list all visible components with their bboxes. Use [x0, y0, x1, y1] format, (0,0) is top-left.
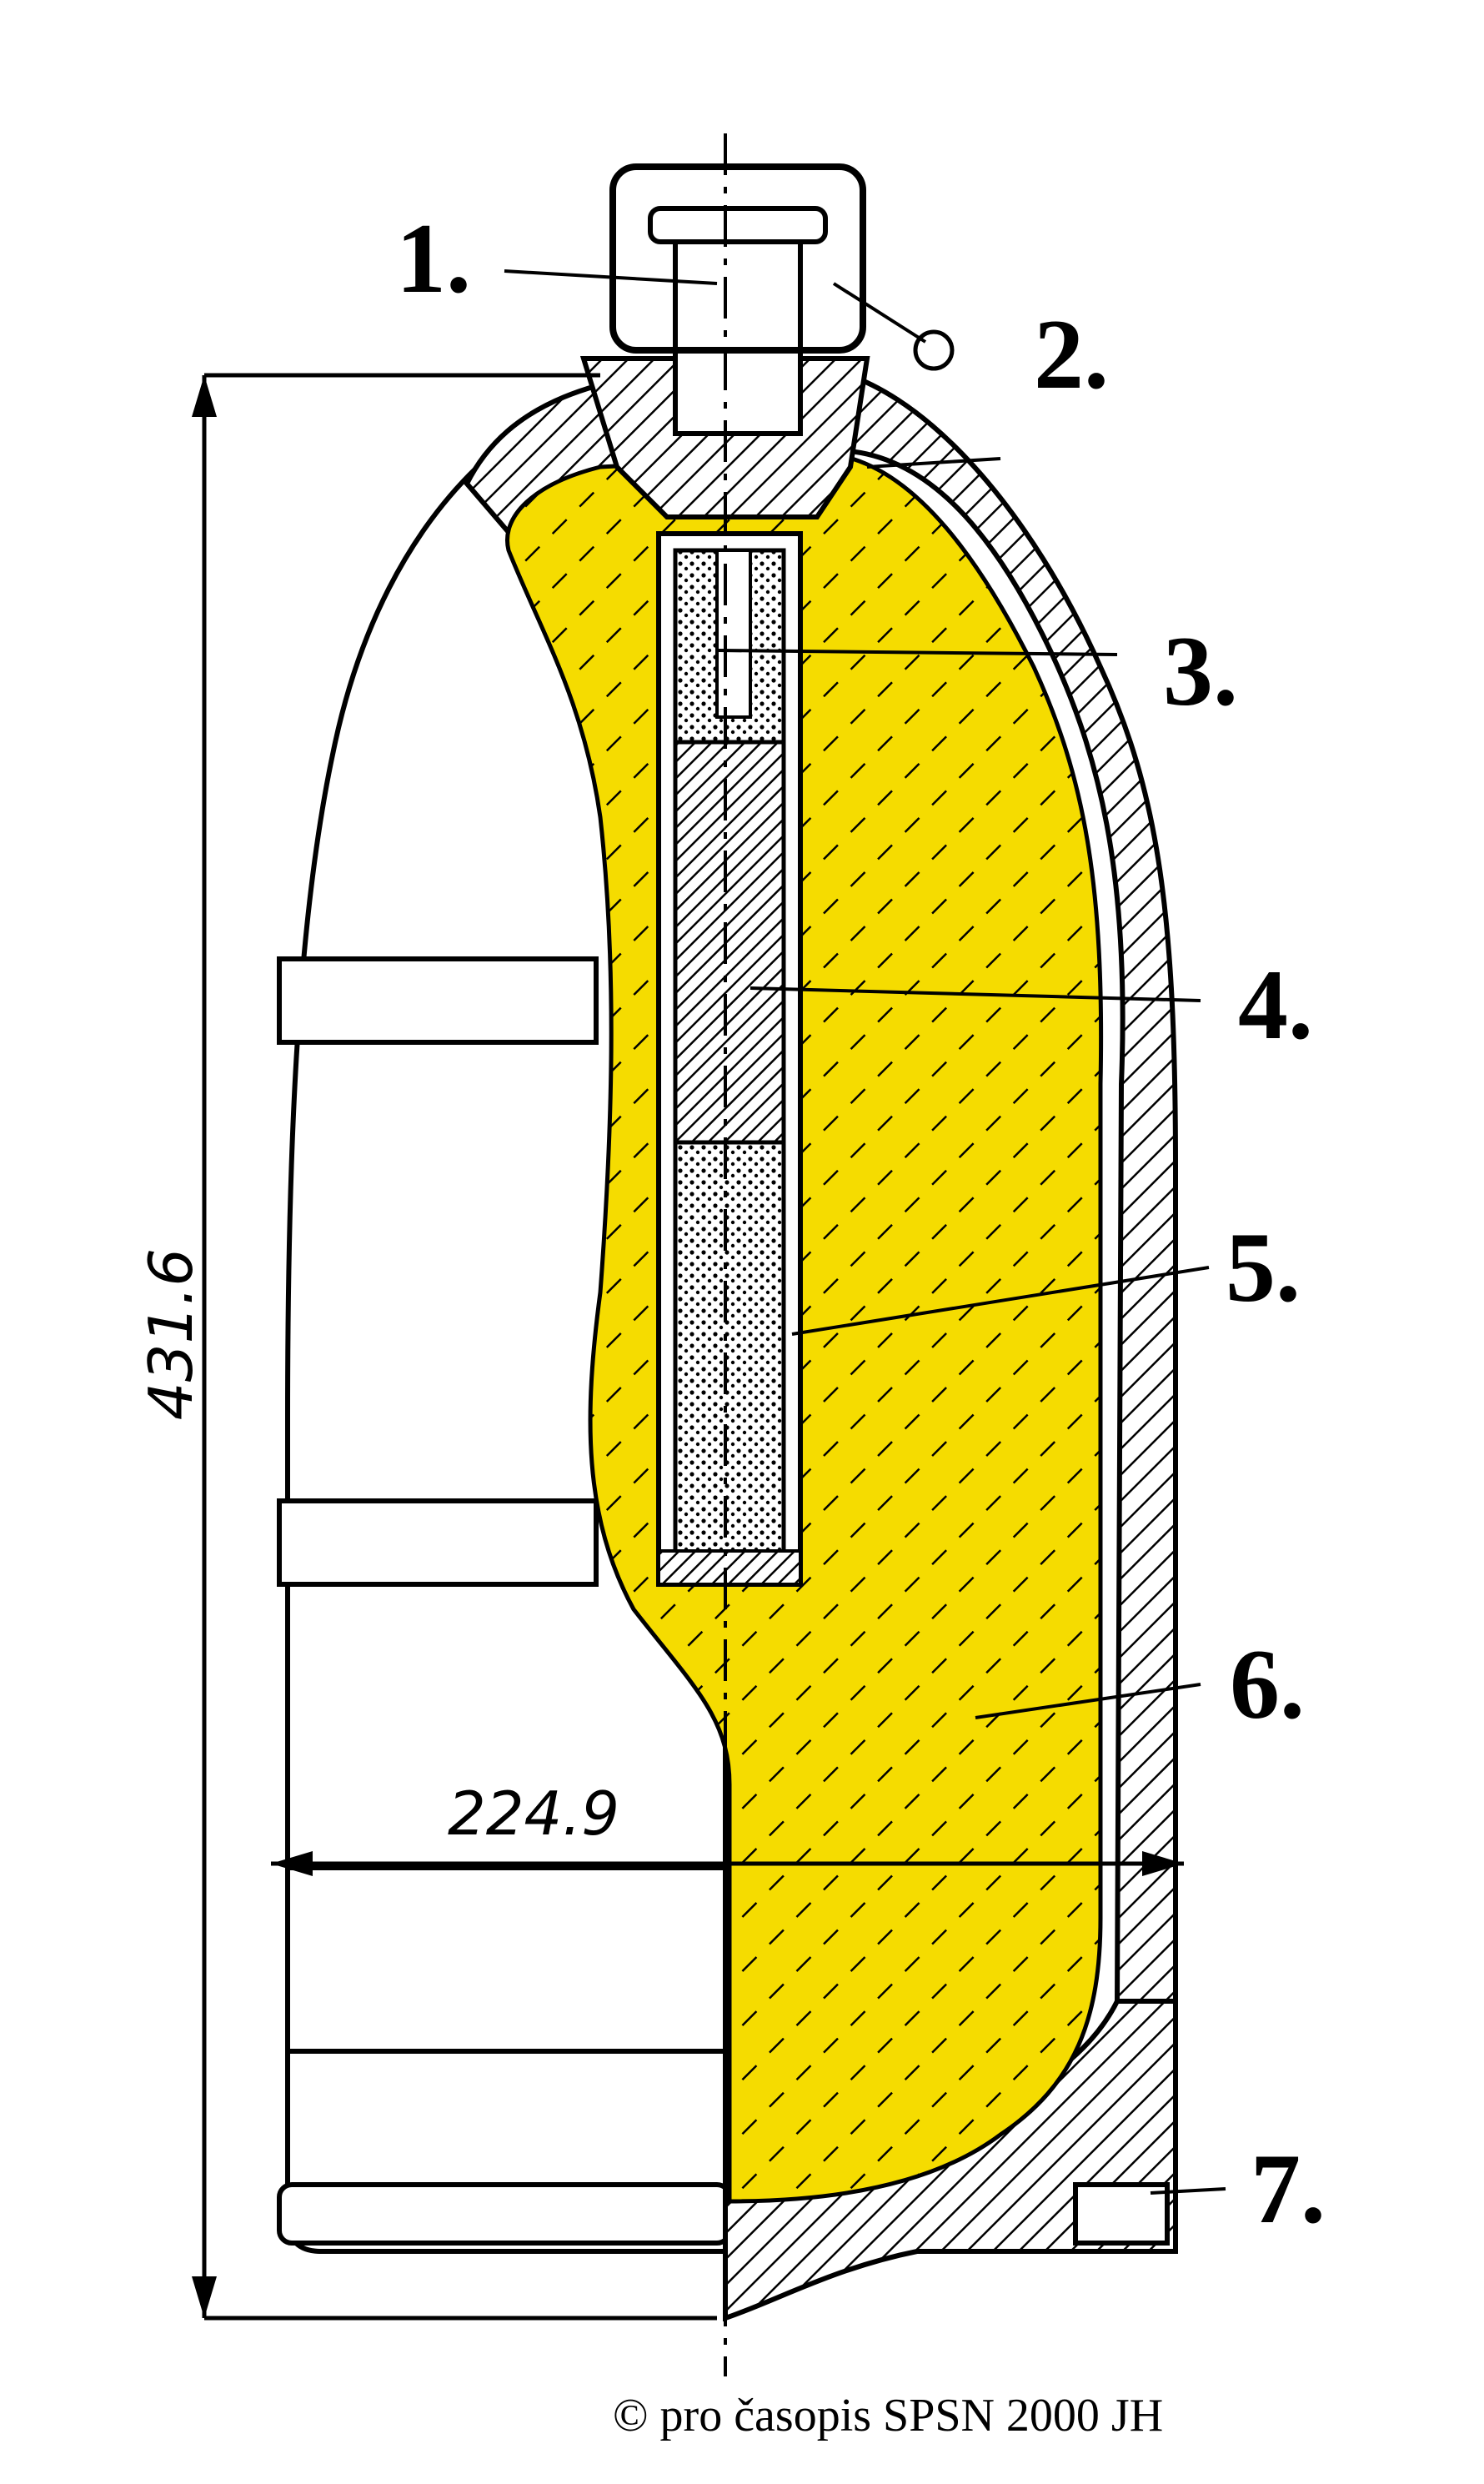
callout-4: 4. [1238, 949, 1313, 1060]
callout-3: 3. [1163, 615, 1238, 726]
booster-charge-lower [673, 1140, 786, 1578]
burster-tube-bottom [657, 1549, 802, 1586]
leader-7 [1150, 2187, 1226, 2195]
callout-2: 2. [1034, 299, 1109, 409]
driving-band-upper [277, 956, 599, 1045]
leader-1 [504, 269, 718, 285]
diameter-arrow-right [1142, 1851, 1184, 1876]
driving-band-base [277, 2182, 732, 2246]
fuze-head-top [648, 206, 828, 244]
callout-5: 5. [1226, 1212, 1301, 1322]
copyright-notice: © pro časopis SPSN 2000 JH [613, 2390, 1163, 2441]
leader-2 [832, 282, 927, 344]
diameter-dimension-text: 224.9 [448, 1779, 619, 1849]
booster-charge-middle [673, 740, 786, 1145]
leader-2b [866, 457, 1001, 469]
callout-1: 1. [396, 203, 471, 314]
fuze-cap [609, 163, 866, 354]
leader-3 [716, 649, 1118, 656]
callout-7: 7. [1251, 2133, 1326, 2244]
leader-5 [791, 1266, 1210, 1336]
height-dimension-text: 431.6 [136, 1248, 206, 1420]
safety-pin-ring [913, 329, 955, 371]
fuze-core [673, 239, 803, 436]
height-arrow-top [192, 375, 217, 417]
driving-band-middle [277, 1498, 599, 1587]
explosive-filling [505, 452, 1104, 2204]
burster-inner-channel [715, 549, 752, 719]
diameter-arrow-left [271, 1851, 313, 1876]
leader-4 [750, 986, 1201, 1002]
leader-6 [975, 1683, 1201, 1719]
height-arrow-bottom [192, 2276, 217, 2318]
callout-6: 6. [1230, 1628, 1305, 1739]
